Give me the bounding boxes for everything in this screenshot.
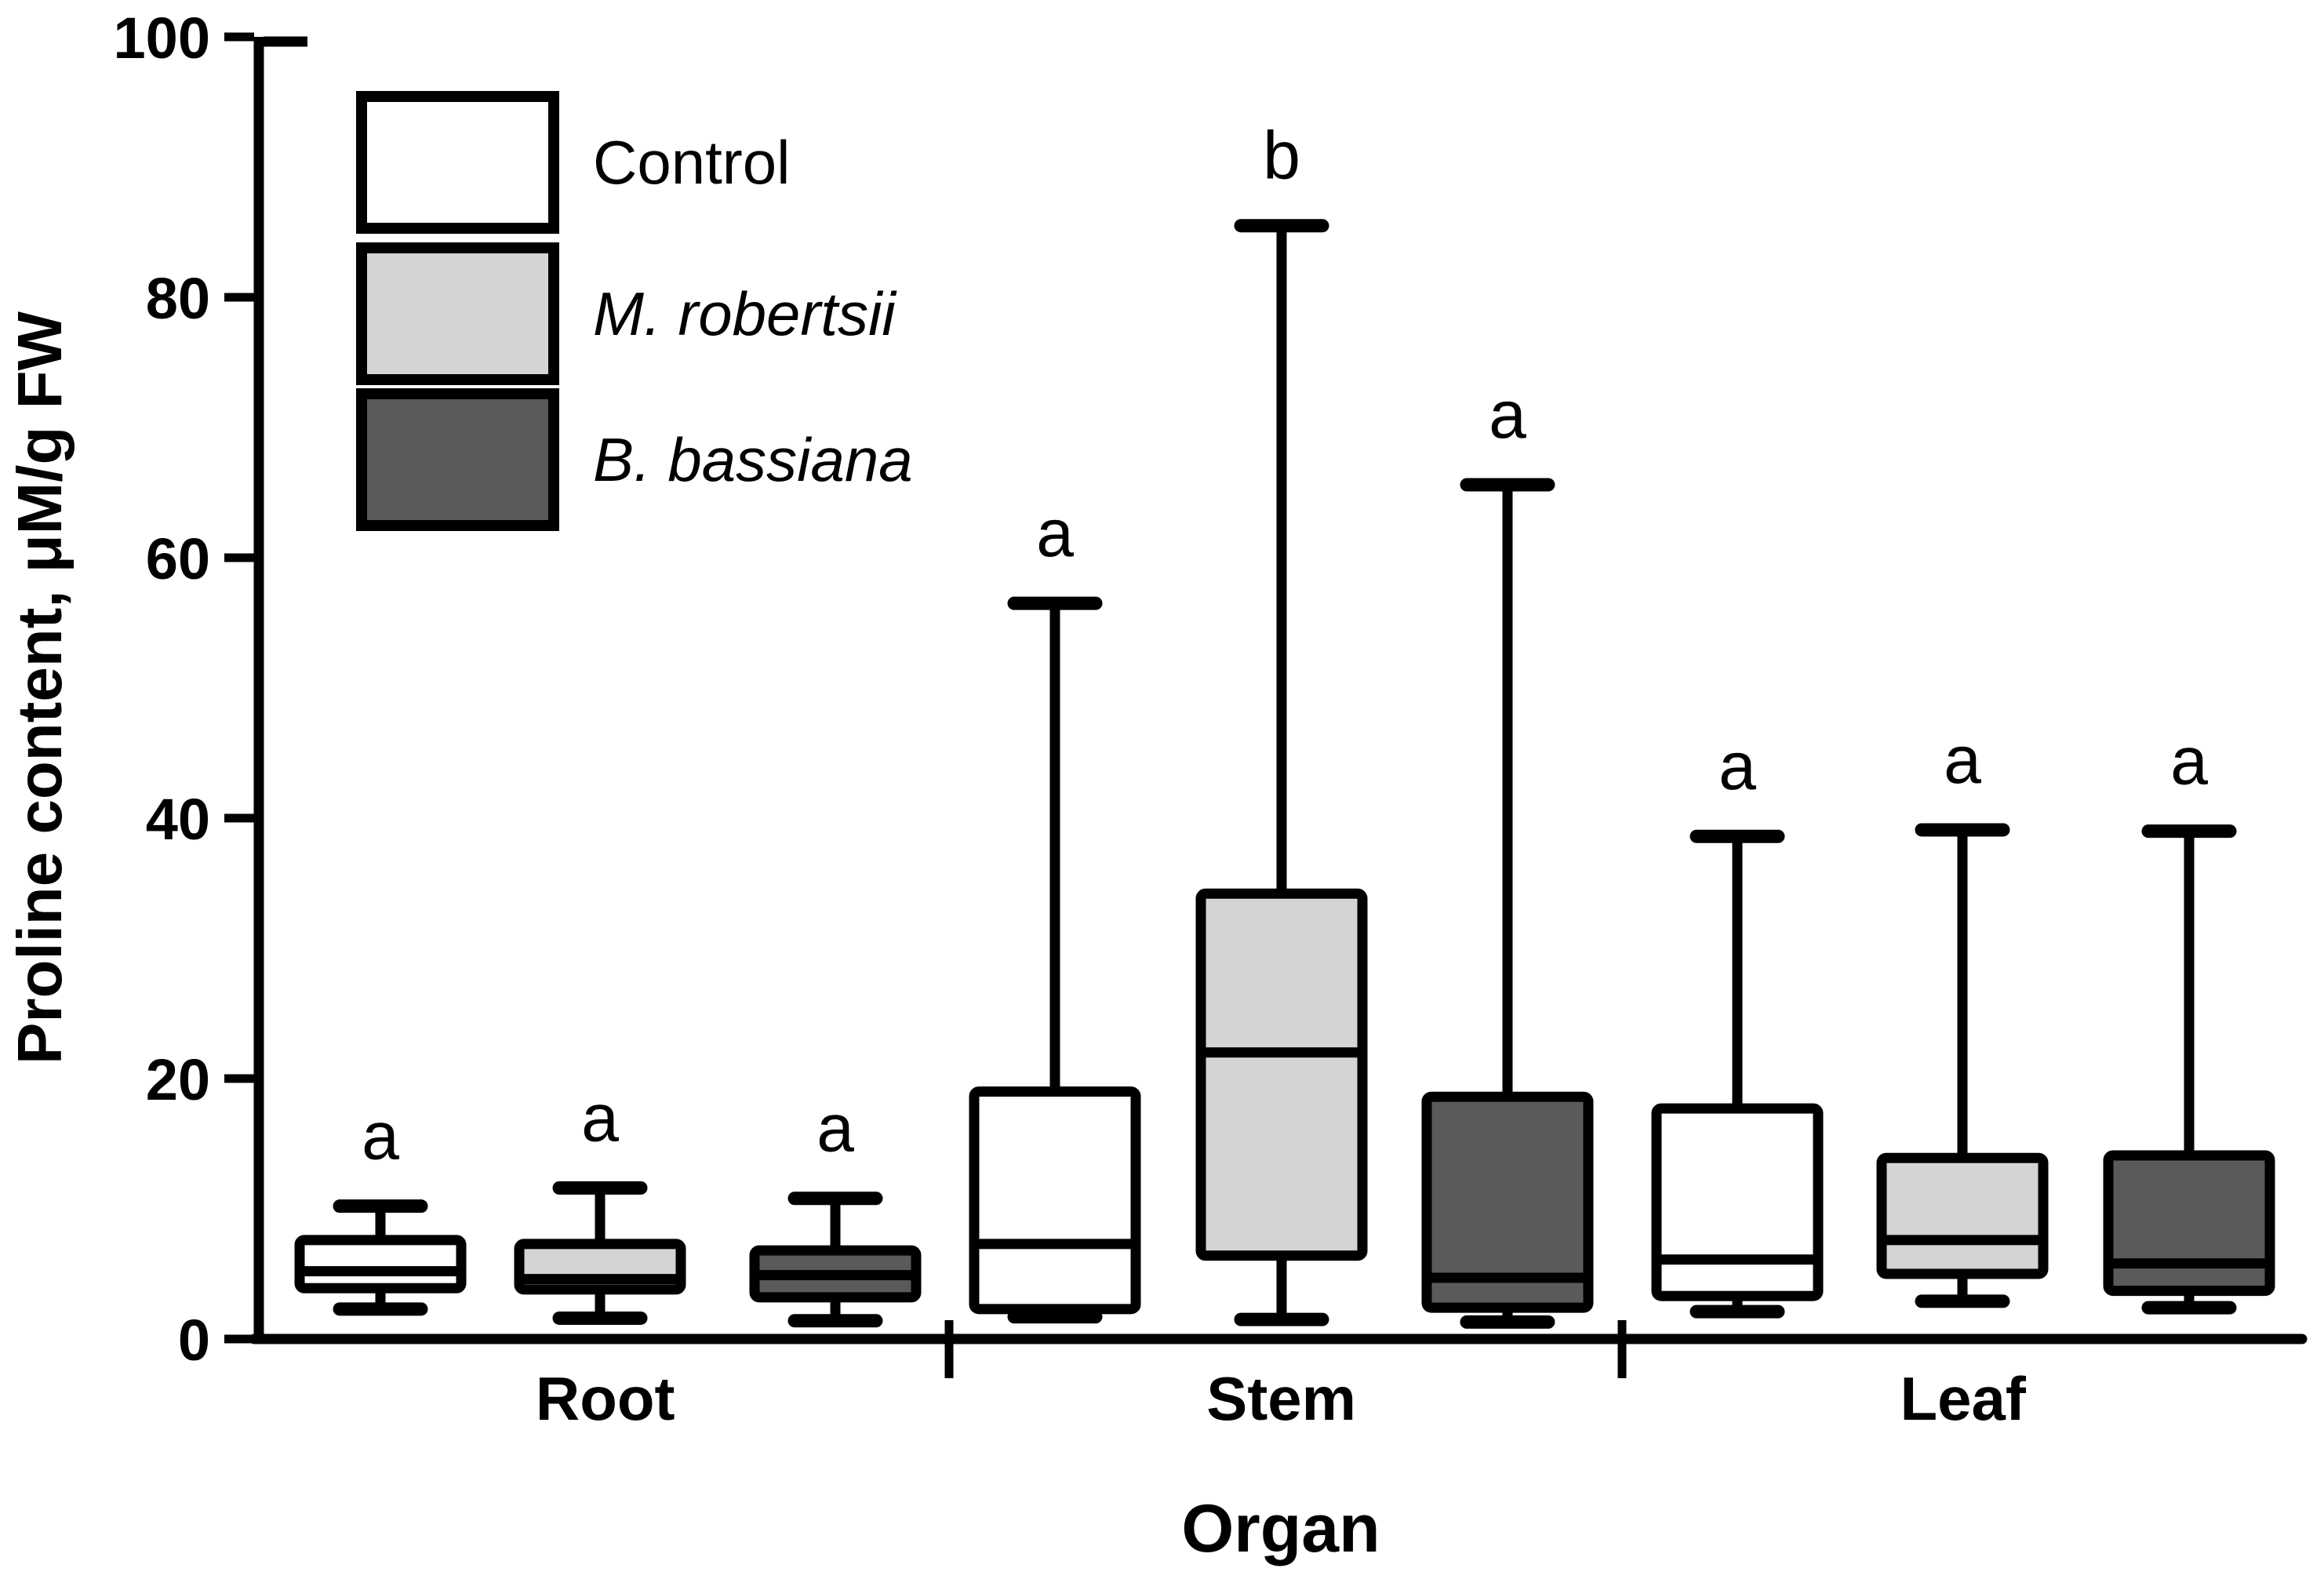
y-tick-label: 80 [146, 266, 210, 331]
legend-swatch [356, 91, 559, 234]
significance-letter: a [816, 1091, 854, 1166]
group-label-root: Root [536, 1364, 675, 1433]
legend-swatch [356, 242, 559, 385]
y-axis-title: Proline content, μM/g FW [5, 311, 75, 1064]
y-tick-label: 0 [178, 1308, 210, 1373]
box-rect [294, 1235, 467, 1293]
y-tick-label: 40 [146, 787, 210, 852]
box-rect [1195, 888, 1368, 1261]
significance-letter: a [1718, 729, 1756, 804]
significance-letter: a [362, 1099, 399, 1174]
significance-letter: a [581, 1080, 619, 1155]
box-rect [969, 1086, 1141, 1315]
y-tick-label: 100 [114, 5, 210, 71]
legend-label-m-robertsii: M. robertsii [593, 279, 897, 348]
legend-swatch [356, 388, 559, 531]
y-tick-label: 60 [146, 526, 210, 591]
box-rect [1421, 1091, 1594, 1313]
group-label-leaf: Leaf [1900, 1364, 2026, 1433]
significance-letter: a [2170, 724, 2208, 799]
significance-letter: a [1036, 496, 1074, 571]
box-rect [2103, 1150, 2275, 1297]
box-rect [1651, 1103, 1824, 1301]
significance-letter: a [1489, 377, 1526, 453]
box-rect [1876, 1152, 2049, 1279]
y-tick-label: 20 [146, 1047, 210, 1112]
x-axis-title: Organ [1181, 1491, 1380, 1566]
significance-letter: b [1263, 118, 1300, 194]
group-label-stem: Stem [1206, 1364, 1356, 1433]
legend-label-control: Control [593, 128, 790, 197]
legend-label-b-bassiana: B. bassiana [593, 425, 913, 494]
significance-letter: a [1944, 722, 1981, 798]
